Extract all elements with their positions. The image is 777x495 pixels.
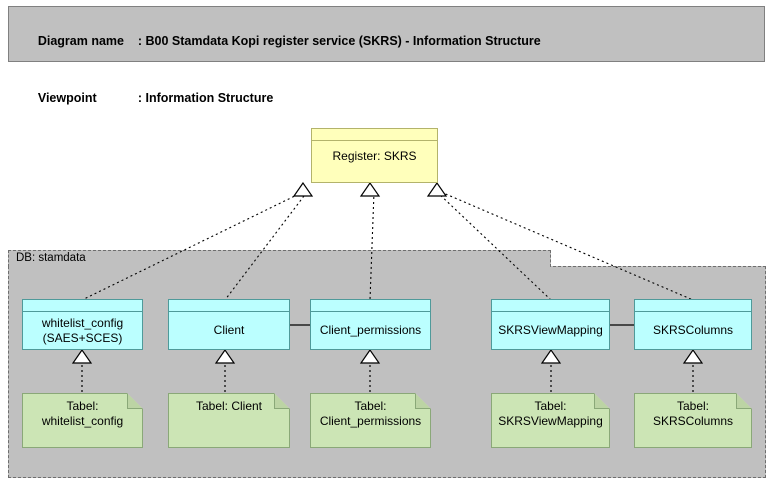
node-body: Client — [169, 312, 289, 349]
note-tabel-skrsviewmapping[interactable]: Tabel: SKRSViewMapping — [491, 393, 610, 448]
node-stereotype-bar — [312, 129, 437, 141]
node-body: whitelist_config (SAES+SCES) — [23, 312, 142, 349]
note-label-skrsviewmapping: Tabel: SKRSViewMapping — [498, 399, 603, 428]
diagram-name-separator: : — [137, 34, 146, 48]
viewpoint-separator: : — [137, 91, 146, 105]
node-label-client-permissions: Client_permissions — [319, 323, 422, 337]
node-stereotype-bar — [635, 300, 751, 312]
node-table-skrscolumns[interactable]: SKRSColumns — [634, 299, 752, 350]
node-table-whitelist-config[interactable]: whitelist_config (SAES+SCES) — [22, 299, 143, 350]
note-label-whitelist-config: Tabel: whitelist_config — [41, 399, 124, 428]
diagram-title-block: Diagram name: B00 Stamdata Kopi register… — [8, 6, 765, 105]
note-sheet — [634, 393, 752, 448]
note-sheet — [22, 393, 143, 448]
node-label-skrsviewmapping: SKRSViewMapping — [498, 323, 603, 337]
note-sheet — [491, 393, 610, 448]
node-body: Register: SKRS — [312, 141, 437, 182]
note-label-client-permissions: Tabel: Client_permissions — [319, 399, 422, 428]
node-stereotype-bar — [311, 300, 430, 312]
node-table-client[interactable]: Client — [168, 299, 290, 350]
node-label-register-skrs: Register: SKRS — [332, 149, 417, 163]
note-sheet — [168, 393, 290, 448]
db-container-tab — [8, 250, 551, 267]
node-body: Client_permissions — [311, 312, 430, 349]
note-label-client: Tabel: Client — [195, 399, 263, 413]
note-sheet — [310, 393, 431, 448]
node-table-skrsviewmapping[interactable]: SKRSViewMapping — [491, 299, 610, 350]
node-body: SKRSColumns — [635, 312, 751, 349]
note-tabel-client-permissions[interactable]: Tabel: Client_permissions — [310, 393, 431, 448]
viewpoint-value: Information Structure — [145, 91, 274, 105]
note-tabel-skrscolumns[interactable]: Tabel: SKRSColumns — [634, 393, 752, 448]
node-register-skrs[interactable]: Register: SKRS — [311, 128, 438, 183]
viewpoint-key: Viewpoint — [37, 91, 97, 105]
node-stereotype-bar — [492, 300, 609, 312]
node-label-whitelist-config: whitelist_config (SAES+SCES) — [41, 315, 124, 345]
node-table-client-permissions[interactable]: Client_permissions — [310, 299, 431, 350]
viewpoint-line: Viewpoint: Information Structure — [17, 70, 764, 127]
note-tabel-whitelist-config[interactable]: Tabel: whitelist_config — [22, 393, 143, 448]
db-container-label: DB: stamdata — [16, 252, 86, 264]
node-label-client: Client — [213, 323, 245, 337]
node-stereotype-bar — [169, 300, 289, 312]
node-stereotype-bar — [23, 300, 142, 312]
diagram-name-key: Diagram name — [37, 34, 124, 48]
note-tabel-client[interactable]: Tabel: Client — [168, 393, 290, 448]
node-body: SKRSViewMapping — [492, 312, 609, 349]
node-label-skrscolumns: SKRSColumns — [652, 323, 734, 337]
diagram-name-value: B00 Stamdata Kopi register service (SKRS… — [145, 34, 541, 48]
note-label-skrscolumns: Tabel: SKRSColumns — [652, 399, 734, 428]
diagram-name-line: Diagram name: B00 Stamdata Kopi register… — [17, 13, 764, 70]
